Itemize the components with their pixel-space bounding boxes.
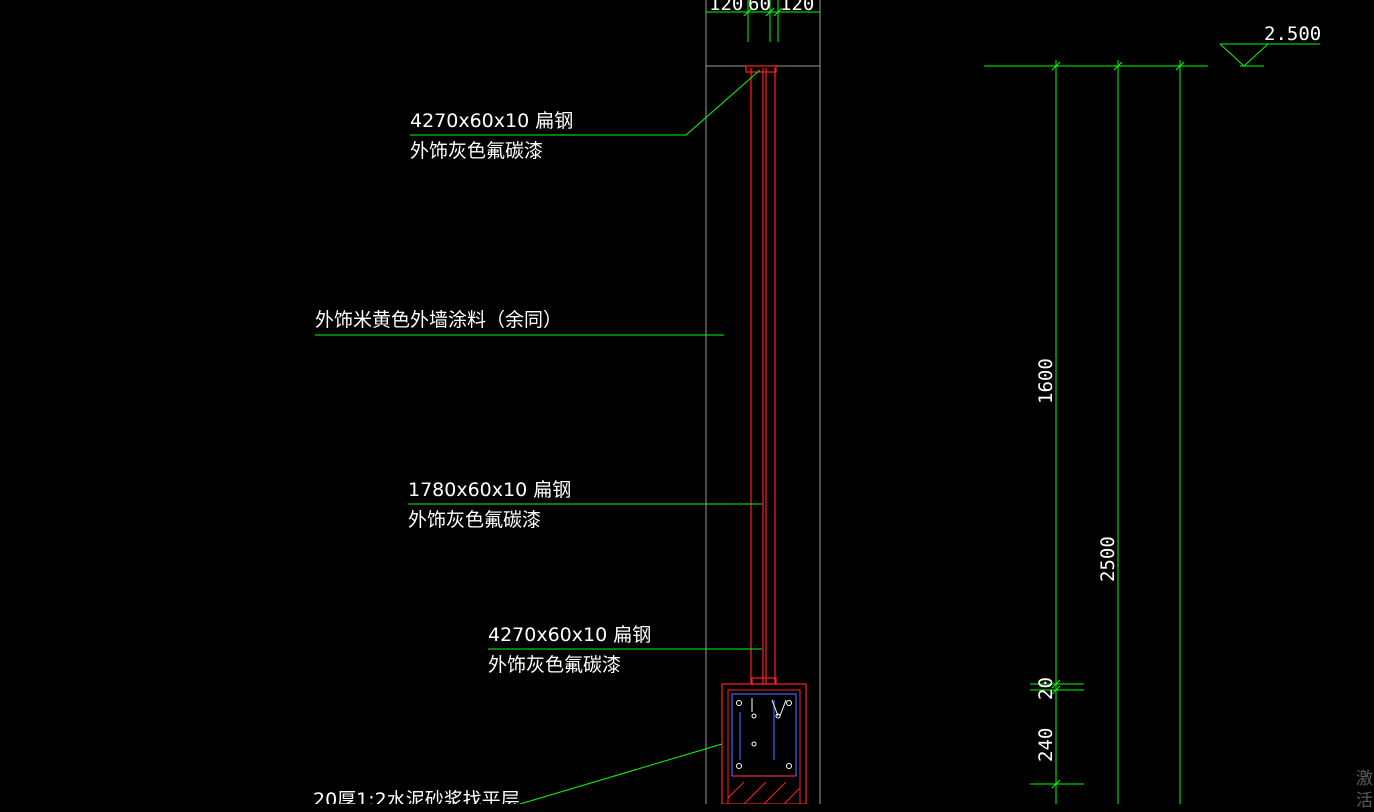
label-top-steel: 4270x60x10 扁钢 外饰灰色氟碳漆 (410, 69, 761, 162)
dim-240: 240 (1035, 728, 1057, 762)
low-steel-finish: 外饰灰色氟碳漆 (488, 654, 621, 676)
top-dim-60: 60 (748, 0, 771, 15)
wall-finish-text: 外饰米黄色外墙涂料（余同） (315, 309, 562, 331)
label-low-steel: 4270x60x10 扁钢 外饰灰色氟碳漆 (488, 624, 762, 676)
top-steel-finish: 外饰灰色氟碳漆 (410, 140, 543, 162)
label-wall-finish: 外饰米黄色外墙涂料（余同） (315, 309, 724, 336)
top-dim-120-left: 120 (709, 0, 743, 15)
base-hatching (727, 781, 801, 804)
mid-steel-spec: 1780x60x10 扁钢 (408, 479, 571, 501)
label-mid-steel: 1780x60x10 扁钢 外饰灰色氟碳漆 (408, 479, 762, 531)
dim-1600: 1600 (1035, 358, 1057, 404)
top-steel-spec: 4270x60x10 扁钢 (410, 110, 573, 132)
mid-steel-finish: 外饰灰色氟碳漆 (408, 509, 541, 531)
label-bottom-note: 20厚1:2水泥砂浆找平层 (313, 743, 723, 804)
dim-20: 20 (1035, 677, 1057, 700)
elevation-marker: 2.500 (1219, 23, 1321, 67)
dim-2500: 2500 (1097, 536, 1119, 582)
right-dimensions (984, 60, 1208, 804)
rebar-dots (736, 700, 792, 769)
low-steel-spec: 4270x60x10 扁钢 (488, 624, 651, 646)
flat-steel-column (745, 65, 777, 685)
concrete-base (721, 683, 807, 804)
top-dim-120-right: 120 (780, 0, 814, 15)
watermark-text: 激活 (1356, 769, 1373, 811)
top-dimension-block: 120 60 120 (705, 0, 821, 67)
elevation-value: 2.500 (1264, 23, 1321, 45)
bottom-note-text: 20厚1:2水泥砂浆找平层 (313, 789, 520, 804)
